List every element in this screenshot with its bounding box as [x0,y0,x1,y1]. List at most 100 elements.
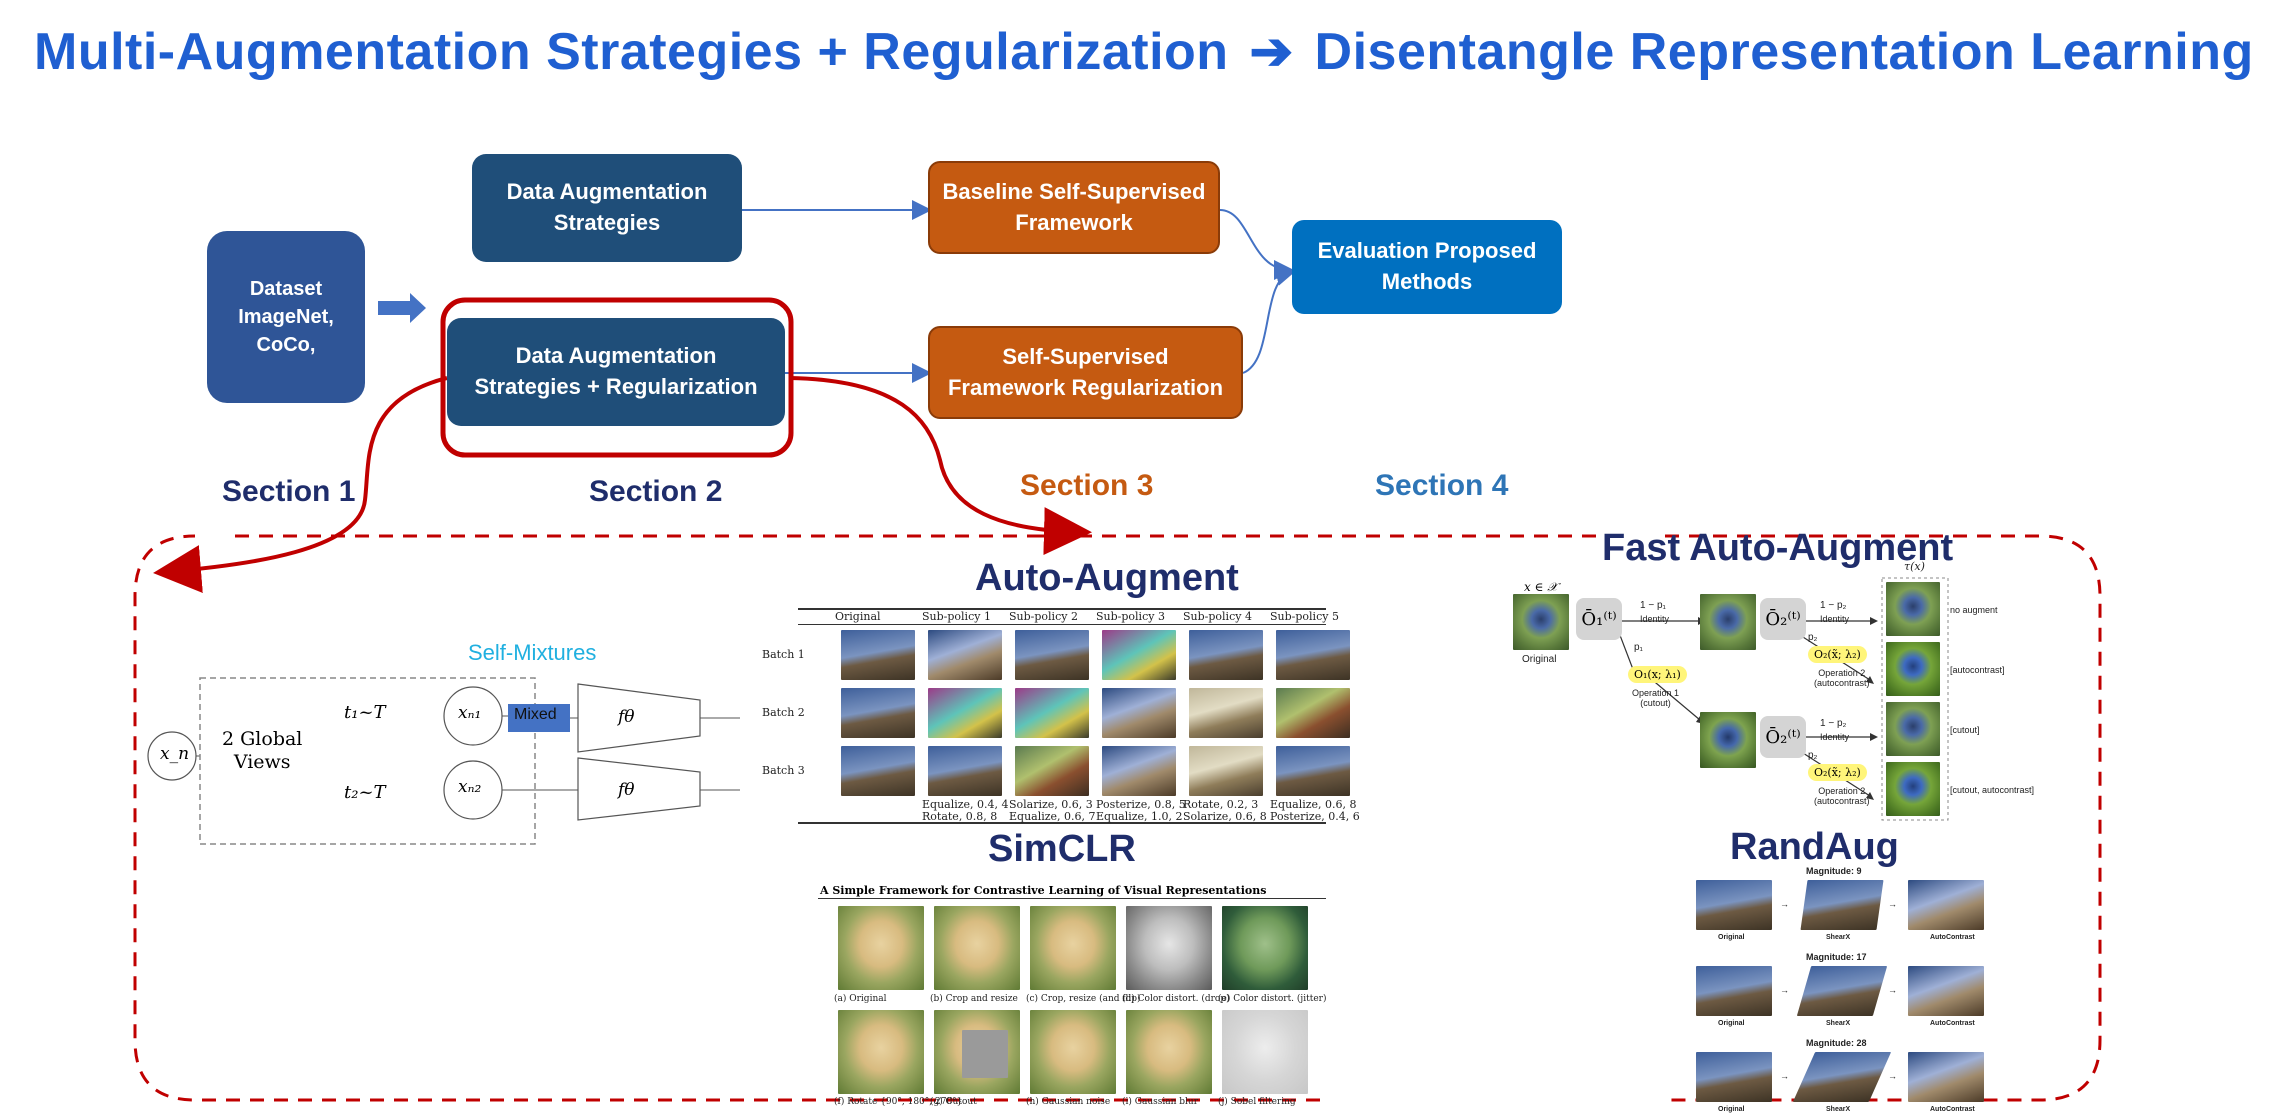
ssl-reg-box: Self-Supervised Framework Regularization [928,326,1243,419]
title-left: Multi-Augmentation Strategies + Regulari… [34,23,1229,81]
arrow-right-icon: → [1780,1071,1789,1081]
aa-caption: Solarize, 0.6, 3 [1009,798,1093,811]
aa-row-label: Batch 2 [762,706,805,719]
faa-identity-2: Identity [1820,614,1850,624]
ssl-reg-line-2: Framework Regularization [947,374,1224,400]
aa-col-header: Original [835,610,881,623]
randaug-label: AutoContrast [1930,934,1975,941]
randaug-magnitude: Magnitude: 9 [1806,866,1862,876]
faa-tau-label: τ(x) [1904,560,1925,573]
faa-one-minus-p2-2: 1 − p₂ [1820,718,1847,729]
faa-out-2 [1886,642,1940,696]
section-2-label: Section 2 [589,475,723,508]
faa-out-label-4: [cutout, autocontrast] [1950,785,2035,795]
faa-p1: p₁ [1634,642,1643,653]
aa-top-rule [798,608,1326,610]
page-title: Multi-Augmentation Strategies + Regulari… [34,22,2254,82]
dataset-line-1: Dataset [249,278,323,300]
faa-p2-1: p₂ [1808,632,1818,643]
simclr-caption: (f) Rotate {90°, 180°, 270°} [834,1097,963,1107]
aa-image [1189,688,1263,738]
dataset-line-2: ImageNet, [238,306,334,328]
aug-reg-line-1: Data Augmentation [515,343,717,369]
section-1-label: Section 1 [222,475,356,508]
simclr-caption: (i) Gaussian blur [1122,1097,1198,1107]
ssl-reg-line-1: Self-Supervised [1002,343,1169,369]
simclr-image [1030,1010,1116,1094]
aug-reg-line-2: Strategies + Regularization [474,374,758,399]
auto-augment-title: Auto-Augment [975,557,1239,599]
aa-image [1189,630,1263,680]
arrow-right-icon: → [1888,1071,1897,1081]
self-mixtures-diagram [147,677,740,845]
faa-out-3 [1886,702,1940,756]
simclr-rule [818,898,1326,899]
faa-op2-label-1: Operation 2 (autocontrast) [1814,668,1870,688]
aa-image [1276,688,1350,738]
simclr-caption: (e) Color distort. (jitter) [1218,994,1327,1004]
baseline-line-2: Framework [1015,209,1133,235]
faa-op1: O₁(x; λ₁) [1628,666,1687,683]
simclr-image [1126,906,1212,990]
randaug-label: Original [1718,1106,1745,1113]
aa-col-header: Sub-policy 2 [1009,610,1078,623]
randaug-image [1696,880,1772,930]
aa-col-header: Sub-policy 5 [1270,610,1339,623]
randaug-magnitude: Magnitude: 17 [1806,952,1867,962]
mixed-label: Mixed [514,706,557,723]
faa-x-label: x ∈ 𝒳 [1524,580,1558,594]
simclr-caption: (b) Crop and resize [930,994,1018,1004]
aa-header-rule [798,624,1326,625]
randaug-image [1696,1052,1772,1102]
simclr-caption: (j) Sobel filtering [1218,1097,1296,1107]
randaug-label: ShearX [1826,1020,1851,1027]
simclr-caption: (c) Crop, resize (and flip) [1026,994,1141,1004]
faa-out-label-3: [cutout] [1950,725,1980,735]
simclr-image [1126,1010,1212,1094]
aa-caption: Equalize, 1.0, 2 [1096,810,1183,823]
xn2-label: xₙ₂ [458,777,482,797]
aug-strategies-box: Data Augmentation Strategies [472,154,742,262]
simclr-caption: (h) Gaussian noise [1026,1097,1111,1107]
aa-image [928,688,1002,738]
xn1-label: xₙ₁ [458,703,482,723]
aa-caption: Equalize, 0.6, 7 [1009,810,1096,823]
aa-image [1276,630,1350,680]
red-arrow-left [153,376,448,593]
connector-baseline-eval [1219,209,1294,280]
f-theta-label-2: fθ [618,780,635,800]
evaluation-line-2: Methods [1381,269,1473,294]
aa-caption: Equalize, 0.6, 8 [1270,798,1357,811]
faa-out-4 [1886,762,1940,816]
faa-o2-2: Ō₂⁽ᵗ⁾ [1765,726,1801,748]
randaug-image [1796,966,1888,1016]
t1-label: t₁~T [344,702,386,723]
faa-op2-2: O₂(x̃; λ₂) [1808,764,1867,781]
red-arrow-right [789,376,1092,556]
baseline-box: Baseline Self-Supervised Framework [928,161,1220,254]
simclr-caption: (g) Cutout [930,1097,977,1107]
dataset-line-3: CoCo, [256,334,316,356]
randaug-label: ShearX [1826,934,1851,941]
dashed-region [133,534,2102,1102]
aa-image [1102,688,1176,738]
dataset-box: Dataset ImageNet, CoCo, [207,231,365,403]
randaug-image [1908,880,1984,930]
xn-label: x_n [160,744,190,764]
aug-strategies-line-1: Data Augmentation [506,179,708,205]
faa-identity-3: Identity [1820,732,1850,742]
arrow-right-icon: → [1888,899,1897,909]
simclr-image [838,906,924,990]
aug-reg-box: Data Augmentation Strategies + Regulariz… [447,318,785,426]
faa-op2-1: O₂(x̃; λ₂) [1808,646,1867,663]
baseline-line-1: Baseline Self-Supervised [942,178,1206,204]
connector-sslreg-eval [1242,266,1296,374]
faa-one-minus-p1: 1 − p₁ [1640,600,1666,611]
aa-col-header: Sub-policy 1 [922,610,991,623]
faa-op1-label: Operation 1 (cutout) [1632,688,1679,708]
aa-row-label: Batch 1 [762,648,805,661]
aa-caption: Posterize, 0.4, 6 [1270,810,1360,823]
faa-op1-label-1: Operation 1 [1632,688,1680,698]
faa-cutout-image [1700,712,1756,768]
randaug-image [1800,880,1884,930]
